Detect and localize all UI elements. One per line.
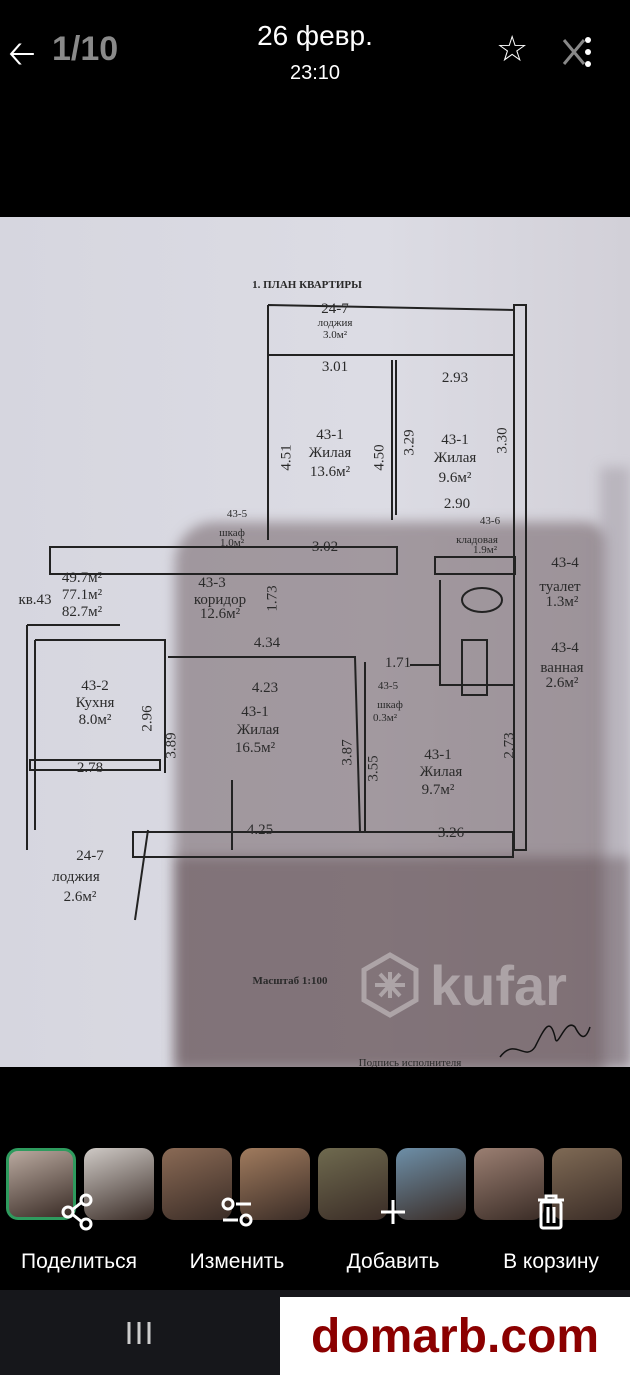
recents-icon[interactable] — [124, 1318, 154, 1348]
plan-label: 1.73 — [264, 585, 281, 612]
plan-label: 2.6м² — [545, 675, 579, 691]
plan-label: 82.7м² — [61, 604, 103, 620]
plan-label: коридор — [193, 592, 247, 608]
plan-label: 43-1 — [441, 432, 469, 448]
plan-label: Жилая — [308, 445, 352, 461]
signature-icon — [499, 1024, 591, 1058]
plan-label: 43-2 — [81, 678, 109, 694]
star-icon[interactable]: ☆ — [496, 28, 529, 69]
plan-label: 2.93 — [441, 370, 469, 386]
plan-label: 4.23 — [251, 680, 279, 696]
photo-date: 26 февр. — [257, 20, 373, 51]
back-arrow-icon[interactable]: 🡠 — [8, 35, 36, 73]
plan-label: 24-7 — [76, 848, 104, 864]
plan-label: 3.55 — [365, 755, 382, 782]
plan-label: 3.26 — [437, 825, 465, 841]
plan-label: туалет — [539, 579, 581, 595]
plan-label: 43-5 — [377, 680, 399, 692]
brand-watermark: domarb.com — [280, 1297, 630, 1375]
plan-label: 2.73 — [501, 732, 518, 759]
plan-label: 2.90 — [443, 496, 471, 512]
edit-button[interactable]: Изменить — [189, 1250, 285, 1273]
share-button[interactable]: Поделиться — [21, 1250, 137, 1273]
plan-label: 12.6м² — [199, 606, 241, 622]
plan-label: лоджия — [52, 869, 100, 885]
plan-label: 3.29 — [401, 429, 418, 456]
plan-label: 43-6 — [479, 515, 501, 527]
plan-label: 4.25 — [246, 822, 274, 838]
plan-label: 2.6м² — [63, 889, 97, 905]
plan-label: Жилая — [433, 450, 477, 466]
delete-button[interactable]: В корзину — [503, 1250, 599, 1273]
plan-label: 24-7 — [321, 301, 349, 317]
plan-label: ванная — [540, 660, 584, 676]
plan-label: 43-3 — [198, 575, 226, 591]
plan-label: 43-1 — [316, 427, 344, 443]
top-bar: 🡠 1/10 26 февр. 23:10 ☆ — [0, 0, 630, 217]
plan-label: 1.0м² — [219, 537, 245, 549]
plan-label: 77.1м² — [61, 587, 103, 603]
trash-icon[interactable] — [533, 1192, 569, 1232]
plan-label: 2.96 — [139, 705, 156, 732]
thumbnail[interactable] — [318, 1148, 388, 1220]
plus-icon[interactable] — [375, 1192, 411, 1232]
plan-label: 3.89 — [163, 732, 180, 759]
thumbnail[interactable] — [474, 1148, 544, 1220]
plan-label: лоджия — [317, 317, 353, 329]
image-counter: 1/10 — [52, 30, 119, 68]
plan-label: Жилая — [419, 764, 463, 780]
plan-label: 43-5 — [226, 508, 248, 520]
plan-label: шкаф — [377, 699, 403, 711]
plan-label: шкаф — [219, 527, 245, 539]
plan-label: 3.0м² — [322, 329, 348, 341]
plan-label: кладовая — [456, 534, 498, 546]
plan-label: 4.51 — [278, 444, 295, 471]
plan-label: 1.9м² — [472, 544, 498, 556]
plan-title: 1. ПЛАН КВАРТИРЫ — [252, 279, 362, 291]
thumbnail[interactable] — [552, 1148, 622, 1220]
signature-caption: Подпись исполнителя — [358, 1057, 462, 1069]
plan-label: 43-4 — [551, 640, 579, 656]
share-icon[interactable] — [60, 1192, 96, 1232]
plan-label: 16.5м² — [234, 740, 276, 756]
plan-label: 3.87 — [339, 739, 356, 766]
plan-label: 43-1 — [424, 747, 452, 763]
scale-label: Масштаб 1:100 — [252, 975, 328, 987]
thumbnail[interactable] — [240, 1148, 310, 1220]
photo-time: 23:10 — [289, 62, 341, 84]
floor-plan-walls — [26, 304, 527, 921]
plan-label: Жилая — [236, 722, 280, 738]
thumbnail[interactable] — [162, 1148, 232, 1220]
plan-label: 9.7м² — [421, 782, 455, 798]
more-options-icon[interactable] — [560, 34, 596, 70]
plan-label: 4.34 — [253, 635, 281, 651]
thumbnail[interactable] — [396, 1148, 466, 1220]
plan-label: 9.6м² — [438, 470, 472, 486]
plan-label: 3.02 — [311, 539, 339, 555]
kufar-text: kufar — [430, 953, 567, 1017]
plan-label: 8.0м² — [78, 712, 112, 728]
plan-label: 0.3м² — [372, 712, 398, 724]
plan-label: 13.6м² — [309, 464, 351, 480]
plan-label: 2.78 — [76, 760, 104, 776]
plan-label: Кухня — [75, 695, 115, 711]
plan-label: 1.71 — [384, 655, 412, 671]
plan-label: кв.43 — [18, 592, 52, 608]
thumbnail[interactable] — [84, 1148, 154, 1220]
plan-label: 3.01 — [321, 359, 349, 375]
plan-label: 4.50 — [371, 444, 388, 471]
add-button[interactable]: Добавить — [346, 1250, 440, 1273]
edit-sliders-icon[interactable] — [219, 1192, 255, 1232]
kufar-watermark: kufar — [360, 952, 567, 1018]
plan-label: 43-1 — [241, 704, 269, 720]
kufar-logo-icon — [361, 952, 419, 1018]
plan-label: 49.7м² — [61, 570, 103, 586]
plan-label: 43-4 — [551, 555, 579, 571]
plan-label: 1.3м² — [545, 594, 579, 610]
plan-label: 3.30 — [494, 427, 511, 454]
